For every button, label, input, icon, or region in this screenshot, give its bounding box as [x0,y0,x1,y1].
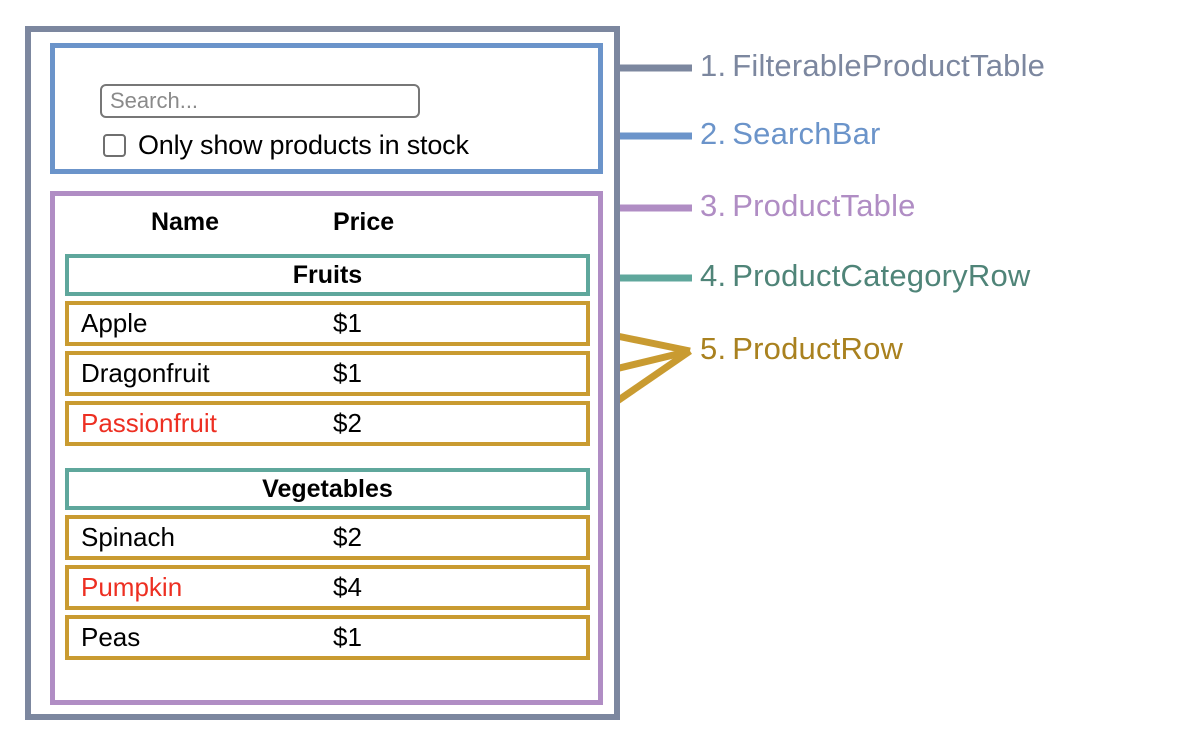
legend-item-product-category-row: 4.ProductCategoryRow [700,258,1031,294]
column-header-name: Name [150,208,220,236]
legend-item-product-row: 5.ProductRow [700,331,903,367]
product-table-box: Name Price Fruits Apple $1 Dragonfruit $… [50,191,603,705]
product-name: Apple [81,308,148,338]
checkbox-icon[interactable] [103,134,126,157]
group-spacer [65,451,590,468]
legend-label: ProductRow [732,331,904,366]
legend-label: ProductCategoryRow [732,258,1031,293]
product-price: $1 [333,308,362,338]
product-name: Peas [81,622,141,652]
legend-item-search-bar: 2.SearchBar [700,116,881,152]
product-name: Dragonfruit [81,358,210,388]
legend-label: ProductTable [732,188,916,223]
search-input[interactable] [100,84,420,118]
product-category-row: Fruits [65,254,590,296]
product-row[interactable]: Spinach $2 [65,515,590,560]
legend-number: 1. [700,48,727,83]
product-name: Spinach [81,522,175,552]
product-rows-area: Fruits Apple $1 Dragonfruit $1 Passionfr… [65,254,590,665]
product-price: $1 [333,622,362,652]
product-row[interactable]: Passionfruit $2 [65,401,590,446]
in-stock-checkbox-label: Only show products in stock [138,130,469,160]
in-stock-checkbox-row[interactable]: Only show products in stock [103,130,469,161]
product-price: $4 [333,572,362,602]
legend-number: 3. [700,188,727,223]
legend-number: 5. [700,331,727,366]
product-row[interactable]: Peas $1 [65,615,590,660]
product-row[interactable]: Apple $1 [65,301,590,346]
table-header: Name Price [55,208,598,237]
legend-number: 4. [700,258,727,293]
product-row[interactable]: Dragonfruit $1 [65,351,590,396]
product-name: Passionfruit [81,408,217,438]
legend-number: 2. [700,116,727,151]
product-price: $2 [333,522,362,552]
column-header-price: Price [333,208,395,236]
search-bar-box: Only show products in stock [50,43,603,174]
product-price: $1 [333,358,362,388]
product-name: Pumpkin [81,572,183,602]
product-price: $2 [333,408,362,438]
legend-item-product-table: 3.ProductTable [700,188,916,224]
legend-label: FilterableProductTable [732,48,1046,83]
product-category-row: Vegetables [65,468,590,510]
legend-label: SearchBar [732,116,881,151]
legend-item-filterable-product-table: 1.FilterableProductTable [700,48,1045,84]
product-row[interactable]: Pumpkin $4 [65,565,590,610]
filterable-product-table-box: Only show products in stock Name Price F… [25,26,620,720]
